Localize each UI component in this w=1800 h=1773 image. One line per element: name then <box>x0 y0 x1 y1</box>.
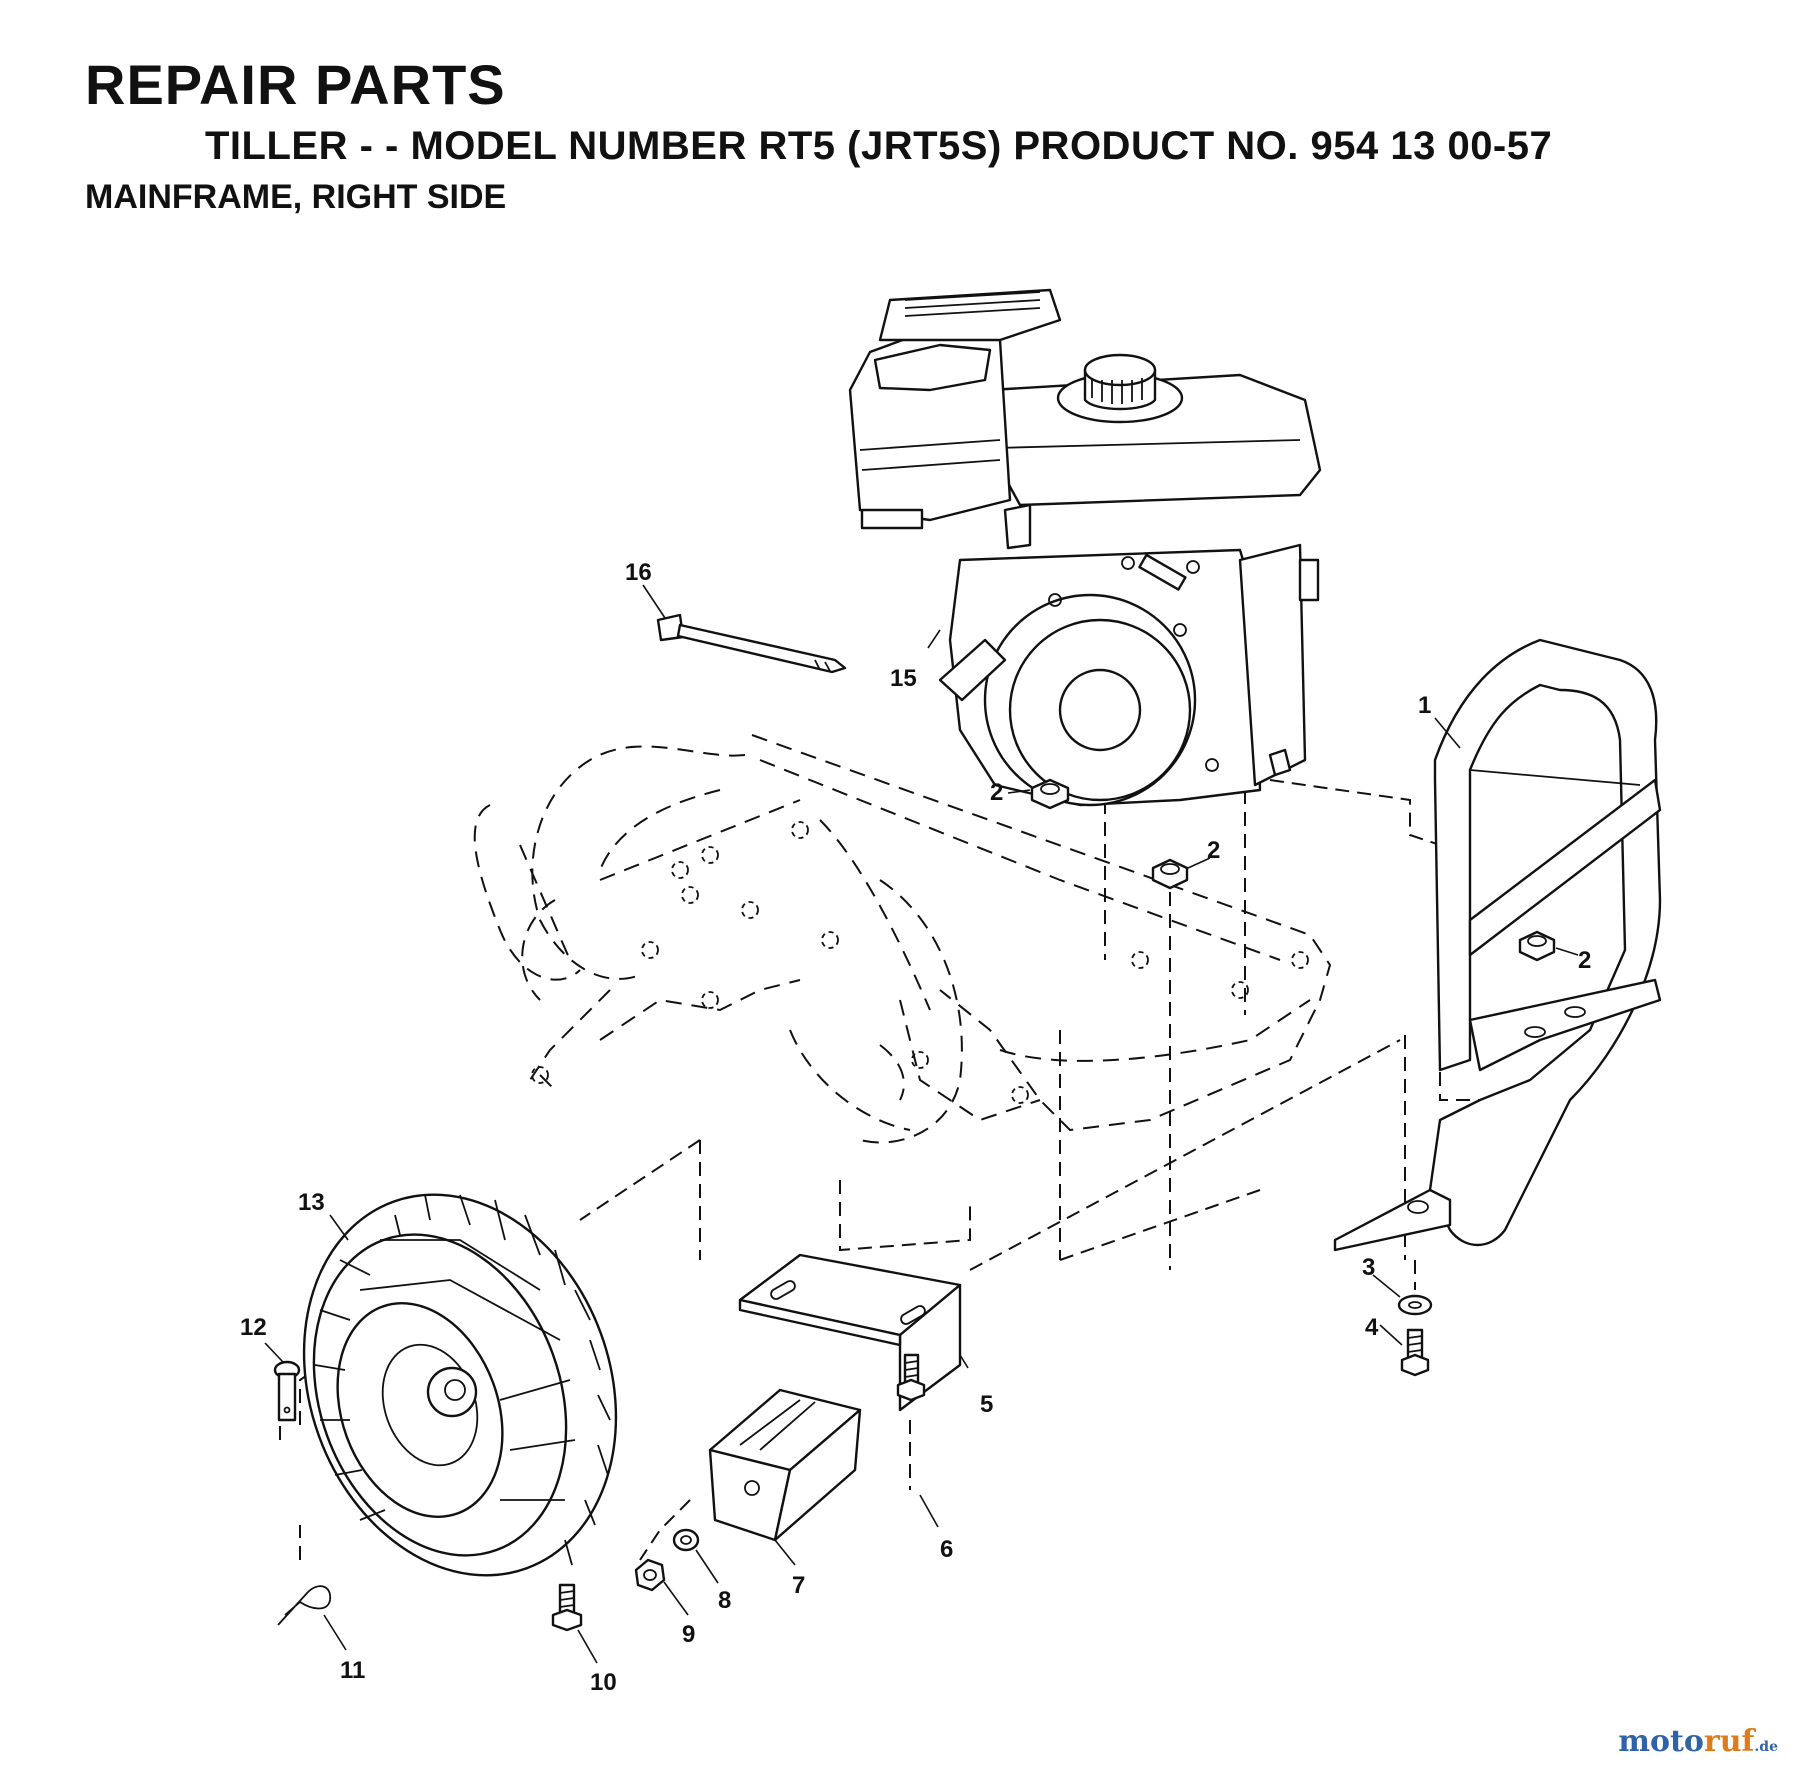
callout-9: 9 <box>682 1621 695 1648</box>
callout-10: 10 <box>590 1669 617 1696</box>
callout-5: 5 <box>980 1391 993 1418</box>
callout-3: 3 <box>1362 1254 1375 1281</box>
hex-nut-b <box>1151 858 1189 890</box>
hex-nut-a <box>1030 778 1070 810</box>
cable-tie <box>656 613 847 674</box>
front-bumper <box>1333 638 1662 1252</box>
section-heading: MAINFRAME, RIGHT SIDE <box>85 178 507 216</box>
page-title: REPAIR PARTS <box>85 53 506 116</box>
callout-1: 1 <box>1418 692 1431 719</box>
model-subtitle: TILLER - - MODEL NUMBER RT5 (JRT5S) PROD… <box>205 124 1553 168</box>
callout-16: 16 <box>625 559 652 586</box>
callout-13: 13 <box>298 1189 325 1216</box>
washer <box>1397 1294 1433 1316</box>
callout-6: 6 <box>940 1536 953 1563</box>
bolt-10 <box>551 1583 583 1632</box>
callout-2a: 2 <box>990 779 1003 806</box>
tine-assembly-phantom <box>473 734 1332 1144</box>
callout-15: 15 <box>890 665 917 692</box>
lock-washer <box>672 1528 700 1552</box>
engine <box>848 288 1322 807</box>
spacer-block <box>708 1388 862 1542</box>
callout-8: 8 <box>718 1587 731 1614</box>
callout-2c: 2 <box>1578 947 1591 974</box>
clevis-pin <box>273 1360 301 1422</box>
callout-11: 11 <box>340 1657 365 1684</box>
callout-4: 4 <box>1365 1314 1379 1341</box>
callout-7: 7 <box>792 1572 805 1599</box>
callout-2b: 2 <box>1207 837 1220 864</box>
wheel-tire <box>302 1193 618 1577</box>
bolt-4 <box>1400 1328 1430 1377</box>
phantom-bolts <box>531 821 1309 1104</box>
hex-nut-c <box>1518 930 1556 962</box>
callout-12: 12 <box>240 1314 267 1341</box>
hairpin-clip <box>277 1585 331 1626</box>
hex-nut-9 <box>634 1558 666 1592</box>
watermark-logo: motoruf.de <box>1618 1724 1778 1759</box>
leader-lines <box>264 584 1579 1664</box>
angle-bracket <box>738 1253 962 1412</box>
bolt-6 <box>896 1353 926 1402</box>
callouts: 1 2 2 2 3 4 5 6 7 8 9 10 11 12 13 15 16 <box>240 559 1591 1696</box>
